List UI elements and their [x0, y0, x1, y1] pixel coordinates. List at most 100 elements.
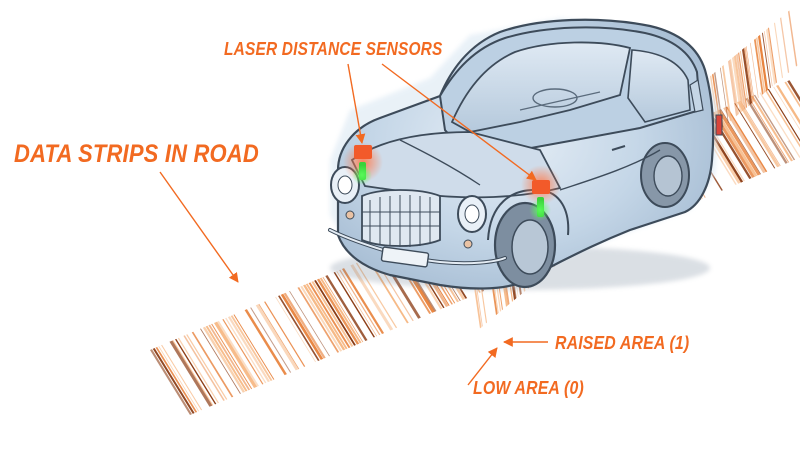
strip-bar	[767, 88, 800, 142]
strip-bar	[748, 97, 790, 163]
strip-bar	[339, 269, 381, 336]
strip-bar	[774, 22, 783, 79]
strip-bar	[250, 307, 292, 373]
strip-bar	[308, 282, 351, 349]
strip-bar	[227, 316, 270, 383]
strip-bar	[712, 111, 755, 178]
strip-bar	[744, 46, 754, 104]
strip-bar	[728, 59, 739, 117]
strip-bar	[739, 100, 781, 167]
strip-bar	[788, 10, 798, 67]
strip-bar	[255, 304, 299, 371]
strip-bar	[766, 28, 776, 85]
label-low-area: LOW AREA (0)	[473, 378, 584, 398]
strip-bar	[754, 38, 764, 95]
strip-bar	[205, 325, 248, 392]
strip-bar	[316, 278, 360, 345]
strip-bar	[303, 284, 346, 351]
strip-bar	[764, 89, 800, 148]
strip-bar	[325, 275, 368, 342]
strip-bar	[764, 31, 773, 87]
arrow-data-strips	[159, 171, 239, 283]
strip-bar	[723, 106, 767, 174]
strip-bar	[336, 271, 378, 337]
arrow-laser-right	[381, 63, 537, 181]
strip-bar	[742, 48, 753, 105]
strip-bar	[784, 81, 800, 108]
strip-bar	[787, 80, 800, 102]
strip-bar	[297, 287, 340, 353]
strip-bar	[737, 101, 780, 168]
strip-bar	[152, 348, 195, 414]
strip-bar	[191, 331, 234, 398]
strip-bar	[333, 271, 375, 338]
strip-bar	[319, 277, 362, 344]
strip-bar	[732, 56, 743, 114]
strip-bar	[230, 315, 273, 381]
strip-bar	[264, 301, 306, 367]
strip-bar	[720, 109, 762, 175]
strip-bar	[211, 323, 253, 390]
strip-bar	[768, 27, 777, 84]
strip-bar	[745, 97, 788, 164]
strip-bar	[311, 281, 354, 347]
strip-bar	[350, 264, 394, 331]
strip-bar	[158, 346, 200, 412]
strip-bar	[280, 293, 324, 360]
strip-bar	[734, 103, 776, 169]
strip-bar	[714, 110, 758, 177]
strip-bar	[756, 36, 766, 94]
strip-bar	[738, 52, 748, 109]
strip-bar	[200, 328, 241, 394]
annotation-arrows	[159, 63, 548, 386]
strip-bar	[740, 50, 749, 107]
strip-bar	[175, 338, 217, 405]
strip-bar	[186, 334, 228, 400]
laser-sensor-left	[343, 142, 383, 185]
strip-bar	[322, 276, 364, 343]
strip-bar	[289, 290, 330, 357]
label-data-strips: DATA STRIPS IN ROAD	[14, 140, 259, 168]
strip-bar	[275, 296, 316, 363]
strip-bar	[342, 268, 385, 334]
strip-bar	[314, 280, 356, 346]
strip-bar	[759, 92, 800, 158]
strip-bar	[758, 34, 769, 92]
strip-bar	[305, 283, 348, 350]
strip-bar	[776, 84, 800, 125]
strip-bar	[183, 335, 225, 401]
strip-bar	[753, 94, 796, 161]
strip-bar	[244, 309, 287, 376]
strip-bar	[161, 344, 203, 411]
strip-bar	[155, 346, 198, 413]
strip-bar	[773, 86, 800, 131]
strip-bar	[225, 317, 267, 384]
strip-bar	[762, 32, 771, 89]
strip-bar	[720, 67, 729, 123]
strip-bar	[208, 324, 251, 391]
car-illustration	[328, 18, 723, 290]
strip-bar	[202, 326, 246, 393]
strip-bar	[258, 303, 300, 370]
strip-bar	[736, 53, 746, 110]
strip-bar	[734, 54, 744, 112]
strip-bar	[714, 71, 724, 128]
strip-bar	[750, 42, 759, 99]
strip-bar	[216, 320, 259, 387]
strip-bar	[283, 292, 326, 359]
strip-bar	[278, 295, 320, 361]
strip-bar	[730, 58, 740, 115]
strip-bar	[169, 340, 213, 407]
arrow-laser-left	[347, 63, 366, 144]
arrow-low-area	[467, 347, 498, 386]
strip-bar	[172, 340, 214, 406]
strip-bar	[300, 285, 343, 352]
strip-bar	[222, 319, 264, 385]
strip-bar	[177, 337, 219, 404]
strip-bar	[780, 17, 790, 74]
strip-bar	[150, 349, 192, 415]
strip-bar	[717, 109, 761, 176]
strip-bar	[746, 46, 755, 102]
strip-bar	[214, 321, 257, 388]
